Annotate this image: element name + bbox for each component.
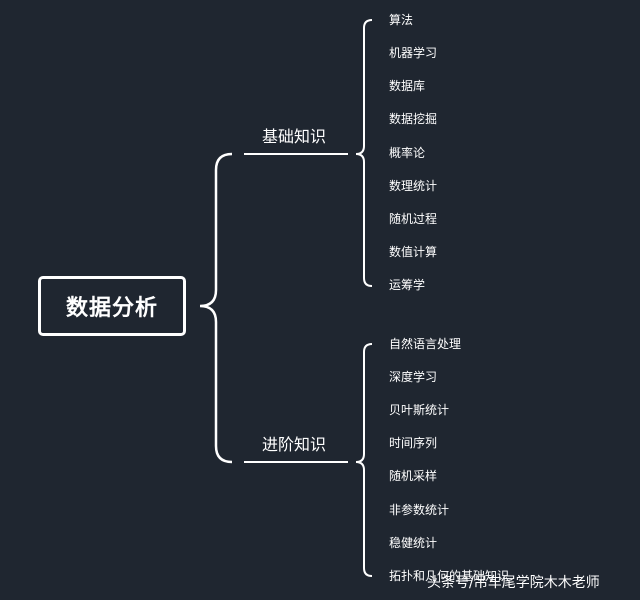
root-brace: [199, 152, 233, 464]
leaf-2-5: 随机采样: [389, 469, 438, 483]
leaf-1-4: 数据挖掘: [389, 112, 438, 126]
leaf-1-1: 算法: [389, 13, 414, 27]
leaf-1-3: 数据库: [389, 79, 426, 93]
leaf-2-2: 深度学习: [389, 370, 438, 384]
leaf-2-4: 时间序列: [389, 436, 438, 450]
leaf-1-5: 概率论: [389, 146, 426, 160]
root-label: 数据分析: [65, 296, 158, 321]
leaf-2-8: 拓扑和几何的基础知识: [389, 569, 510, 583]
leaf-1-7: 随机过程: [389, 212, 438, 226]
root-node: 数据分析: [38, 276, 186, 336]
branch-1-label: 基础知识: [262, 127, 327, 146]
leaf-2-7: 稳健统计: [389, 536, 438, 550]
branch-2-brace: [355, 343, 373, 577]
leaf-1-9: 运筹学: [389, 278, 426, 292]
leaf-2-3: 贝叶斯统计: [389, 403, 450, 417]
leaf-2-6: 非参数统计: [389, 503, 450, 517]
leaf-2-1: 自然语言处理: [389, 337, 462, 351]
leaf-1-8: 数值计算: [389, 245, 438, 259]
branch-2-label: 进阶知识: [262, 435, 327, 454]
leaf-1-6: 数理统计: [389, 179, 438, 193]
branch-1-brace: [355, 19, 373, 287]
leaf-1-2: 机器学习: [389, 46, 438, 60]
watermark: 头条号/吊车尾学院木木老师: [427, 575, 600, 591]
